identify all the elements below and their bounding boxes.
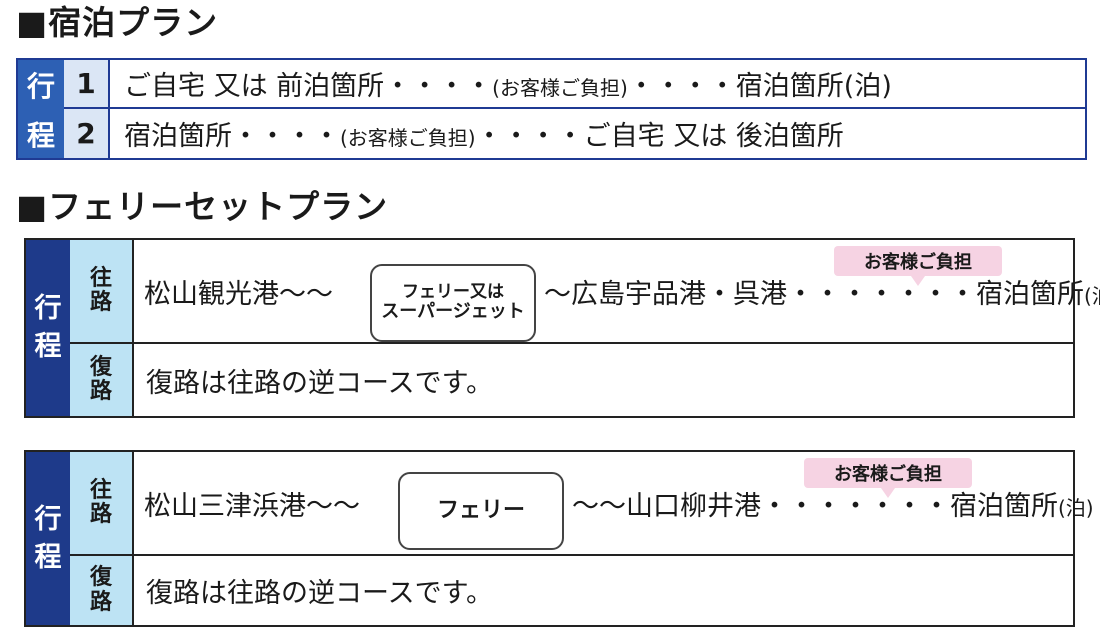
itinerary-label-char: 行 xyxy=(34,293,62,325)
return-label: 復 路 xyxy=(70,556,134,625)
vessel-line-1: フェリー又は xyxy=(402,281,504,302)
row-number: 1 xyxy=(64,60,110,107)
row-text: 宿泊箇所・・・・(お客様ご負担)・・・・ご自宅 又は 後泊箇所 xyxy=(110,114,844,153)
vessel-box: フェリー又は スーパージェット xyxy=(370,264,536,342)
outbound-label-char: 往 xyxy=(89,265,112,291)
destination-suffix: (泊) xyxy=(1084,284,1100,308)
row-text-note: (お客様ご負担) xyxy=(492,76,628,100)
outbound-route: 松山三津浜港〜〜 フェリー 〜〜山口柳井港・・・・・・・宿泊箇所(泊) お客様ご… xyxy=(134,452,1094,556)
row-text: ご自宅 又は 前泊箇所・・・・(お客様ご負担)・・・・宿泊箇所(泊) xyxy=(110,64,892,103)
accommodation-plan-heading: ■宿泊プラン xyxy=(16,3,219,42)
outbound-label-char: 路 xyxy=(89,502,112,527)
row-text-note: (お客様ご負担) xyxy=(340,126,476,150)
customer-pays-bubble: お客様ご負担 xyxy=(804,458,972,498)
itinerary-label-char: 程 xyxy=(34,331,62,362)
accommodation-itinerary-table: 行 程 1 ご自宅 又は 前泊箇所・・・・(お客様ご負担)・・・・宿泊箇所(泊)… xyxy=(16,58,1087,160)
row-text-before: 宿泊箇所・・・・ xyxy=(124,121,340,152)
return-label-char: 復 xyxy=(89,354,112,380)
customer-pays-bubble: お客様ご負担 xyxy=(834,246,1002,286)
destination-suffix: (泊) xyxy=(1058,496,1094,520)
destination-text: 〜広島宇品港・呉港・・・・・・・宿泊箇所 xyxy=(544,279,1084,310)
outbound-label-char: 路 xyxy=(89,290,112,315)
return-label-char: 路 xyxy=(89,589,112,615)
itinerary-label-char: 程 xyxy=(26,118,55,152)
destination-text: 〜〜山口柳井港・・・・・・・宿泊箇所 xyxy=(572,491,1058,522)
vessel-box: フェリー xyxy=(398,472,564,550)
outbound-route: 松山観光港〜〜 フェリー又は スーパージェット 〜広島宇品港・呉港・・・・・・・… xyxy=(134,240,1100,344)
itinerary-row: 2 宿泊箇所・・・・(お客様ご負担)・・・・ご自宅 又は 後泊箇所 xyxy=(64,109,1085,158)
ferry-set-plan-heading: ■フェリーセットプラン xyxy=(16,187,389,226)
itinerary-label: 行 程 xyxy=(18,60,64,158)
itinerary-label-char: 行 xyxy=(34,503,62,535)
row-number: 2 xyxy=(64,109,110,158)
row-text-after: ・・・・宿泊箇所(泊) xyxy=(627,71,892,102)
itinerary-label: 行 程 xyxy=(26,240,70,416)
row-text-before: ご自宅 又は 前泊箇所・・・・ xyxy=(124,71,493,102)
ferry-plan-table-2: 行 程 往 路 復 路 松山三津浜港〜〜 フェリー 〜〜山口柳井港・・・・・・・… xyxy=(24,450,1094,627)
return-label-char: 路 xyxy=(89,379,112,404)
outbound-label: 往 路 xyxy=(70,240,134,344)
destination-route: 〜広島宇品港・呉港・・・・・・・宿泊箇所(泊) xyxy=(544,278,1100,313)
row-text-after: ・・・・ご自宅 又は 後泊箇所 xyxy=(475,121,844,152)
vessel-name: フェリー xyxy=(436,498,525,524)
ferry-plan-table-1: 行 程 往 路 復 路 松山観光港〜〜 フェリー又は スーパージェット 〜広島宇… xyxy=(24,238,1100,418)
outbound-label: 往 路 xyxy=(70,452,134,556)
itinerary-label: 行 程 xyxy=(26,452,70,625)
return-label: 復 路 xyxy=(70,344,134,416)
itinerary-row: 1 ご自宅 又は 前泊箇所・・・・(お客様ご負担)・・・・宿泊箇所(泊) xyxy=(64,60,1085,109)
outbound-label-char: 往 xyxy=(89,477,112,503)
origin-port: 松山観光港〜〜 xyxy=(144,279,333,310)
return-route-text: 復路は往路の逆コースです。 xyxy=(146,578,493,609)
itinerary-label-char: 程 xyxy=(34,541,62,573)
vessel-line-2: スーパージェット xyxy=(381,301,525,323)
destination-route: 〜〜山口柳井港・・・・・・・宿泊箇所(泊) xyxy=(572,490,1094,525)
return-route-text: 復路は往路の逆コースです。 xyxy=(146,367,493,399)
return-label-char: 復 xyxy=(89,565,112,591)
itinerary-label-char: 行 xyxy=(26,69,55,103)
origin-port: 松山三津浜港〜〜 xyxy=(144,491,360,522)
